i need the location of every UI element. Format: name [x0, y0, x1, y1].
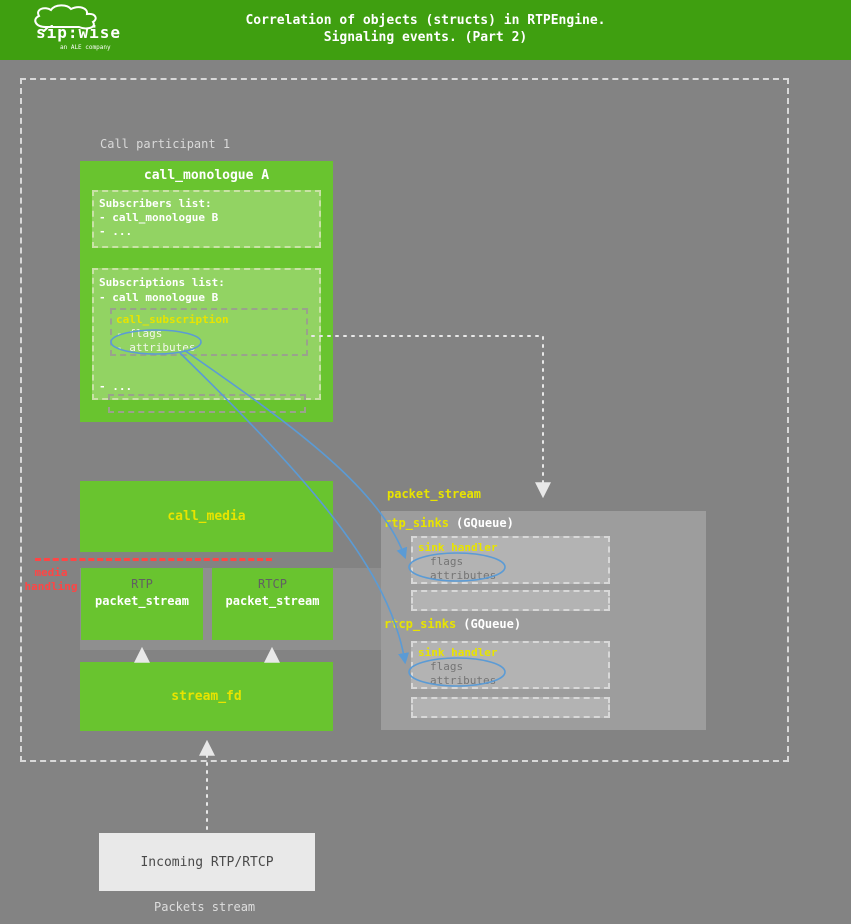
sink-handler-rtp-title: sink_handler	[418, 541, 498, 554]
sink-queue-empty-slot	[411, 697, 610, 718]
call-subscription-attributes: - attributes	[116, 341, 196, 354]
page-title: Correlation of objects (structs) in RTPE…	[0, 12, 851, 46]
sink-handler-rtp-flags: flags	[430, 555, 464, 568]
stream-fd-box: stream_fd	[80, 662, 333, 731]
rtp-sinks-row: rtp_sinks (GQueue)	[384, 516, 514, 530]
incoming-rtp-title: Incoming RTP/RTCP	[140, 854, 274, 870]
call-monologue-box: call_monologue A Subscribers list: - cal…	[80, 161, 333, 422]
rtp-sinks-type: (GQueue)	[456, 516, 514, 530]
rtp-packet-stream-title: packet_stream	[95, 594, 189, 608]
call-monologue-title: call_monologue A	[143, 168, 270, 183]
packet-stream-panel-title: packet_stream	[387, 487, 481, 501]
rtp-sinks-label: rtp_sinks	[384, 516, 450, 530]
sink-handler-rtcp-flags: flags	[430, 660, 464, 673]
media-handling-label: media handling	[24, 566, 78, 594]
logo-cloud-icon	[34, 4, 97, 32]
sink-handler-rtp-attributes: attributes	[430, 569, 497, 582]
subscriptions-more: - ...	[99, 380, 133, 393]
sink-handler-rtp-box: sink_handler flags attributes	[411, 536, 610, 584]
rtcp-tag: RTCP	[258, 577, 287, 591]
subscriber-item: - call_monologue B	[99, 211, 219, 224]
call-media-title: call_media	[167, 509, 246, 524]
media-handling-line2: handling	[24, 580, 78, 593]
call-subscription-title: call_subscription	[116, 313, 229, 326]
subscribers-list-box: Subscribers list: - call_monologue B - .…	[92, 190, 321, 248]
page-title-line1: Correlation of objects (structs) in RTPE…	[245, 13, 606, 28]
sink-queue-empty-slot	[411, 590, 610, 611]
participant-label: Call participant 1	[100, 137, 231, 151]
diagram-frame	[20, 78, 789, 762]
stream-fd-title: stream_fd	[171, 689, 242, 704]
packet-stream-panel: rtp_sinks (GQueue) sink_handler flags att…	[381, 511, 706, 730]
subscription-item: - call monologue B	[99, 291, 219, 304]
rtcp-sinks-row: rtcp_sinks (GQueue)	[384, 617, 521, 631]
call-subscription-flags: - flags	[116, 327, 163, 340]
media-handling-line1: media	[34, 566, 68, 579]
subscriber-item: - ...	[99, 225, 133, 238]
logo-text: sip:wise	[36, 23, 122, 42]
call-subscription-box: call_subscription - flags - attributes	[110, 308, 308, 356]
header-bar: sip:wise an ALE company Correlation of o…	[0, 0, 851, 60]
rtcp-sinks-label: rtcp_sinks	[384, 617, 457, 631]
incoming-rtp-box: Incoming RTP/RTCP	[99, 833, 315, 891]
page-title-line2: Signaling events. (Part 2)	[323, 30, 528, 45]
rtp-packet-stream-box: RTP packet_stream	[81, 568, 203, 640]
rtp-tag: RTP	[131, 577, 153, 591]
sink-handler-rtcp-box: sink_handler flags attributes	[411, 641, 610, 689]
call-media-box: call_media	[80, 481, 333, 552]
media-handling-divider	[35, 558, 272, 561]
packets-stream-label: Packets stream	[154, 900, 256, 914]
subscribers-title: Subscribers list:	[99, 197, 212, 210]
subscriptions-list-box: Subscriptions list: - call monologue B c…	[92, 268, 321, 400]
rtcp-packet-stream-title: packet_stream	[225, 594, 320, 608]
rtcp-packet-stream-box: RTCP packet_stream	[212, 568, 333, 640]
sink-handler-rtcp-title: sink_handler	[418, 646, 498, 659]
subscriptions-title: Subscriptions list:	[99, 276, 225, 289]
logo-subtext: an ALE company	[60, 44, 111, 51]
empty-subscription-slot	[108, 394, 306, 413]
sink-handler-rtcp-attributes: attributes	[430, 674, 497, 687]
rtcp-sinks-type: (GQueue)	[463, 617, 522, 631]
sipwise-logo: sip:wise an ALE company	[30, 4, 150, 58]
